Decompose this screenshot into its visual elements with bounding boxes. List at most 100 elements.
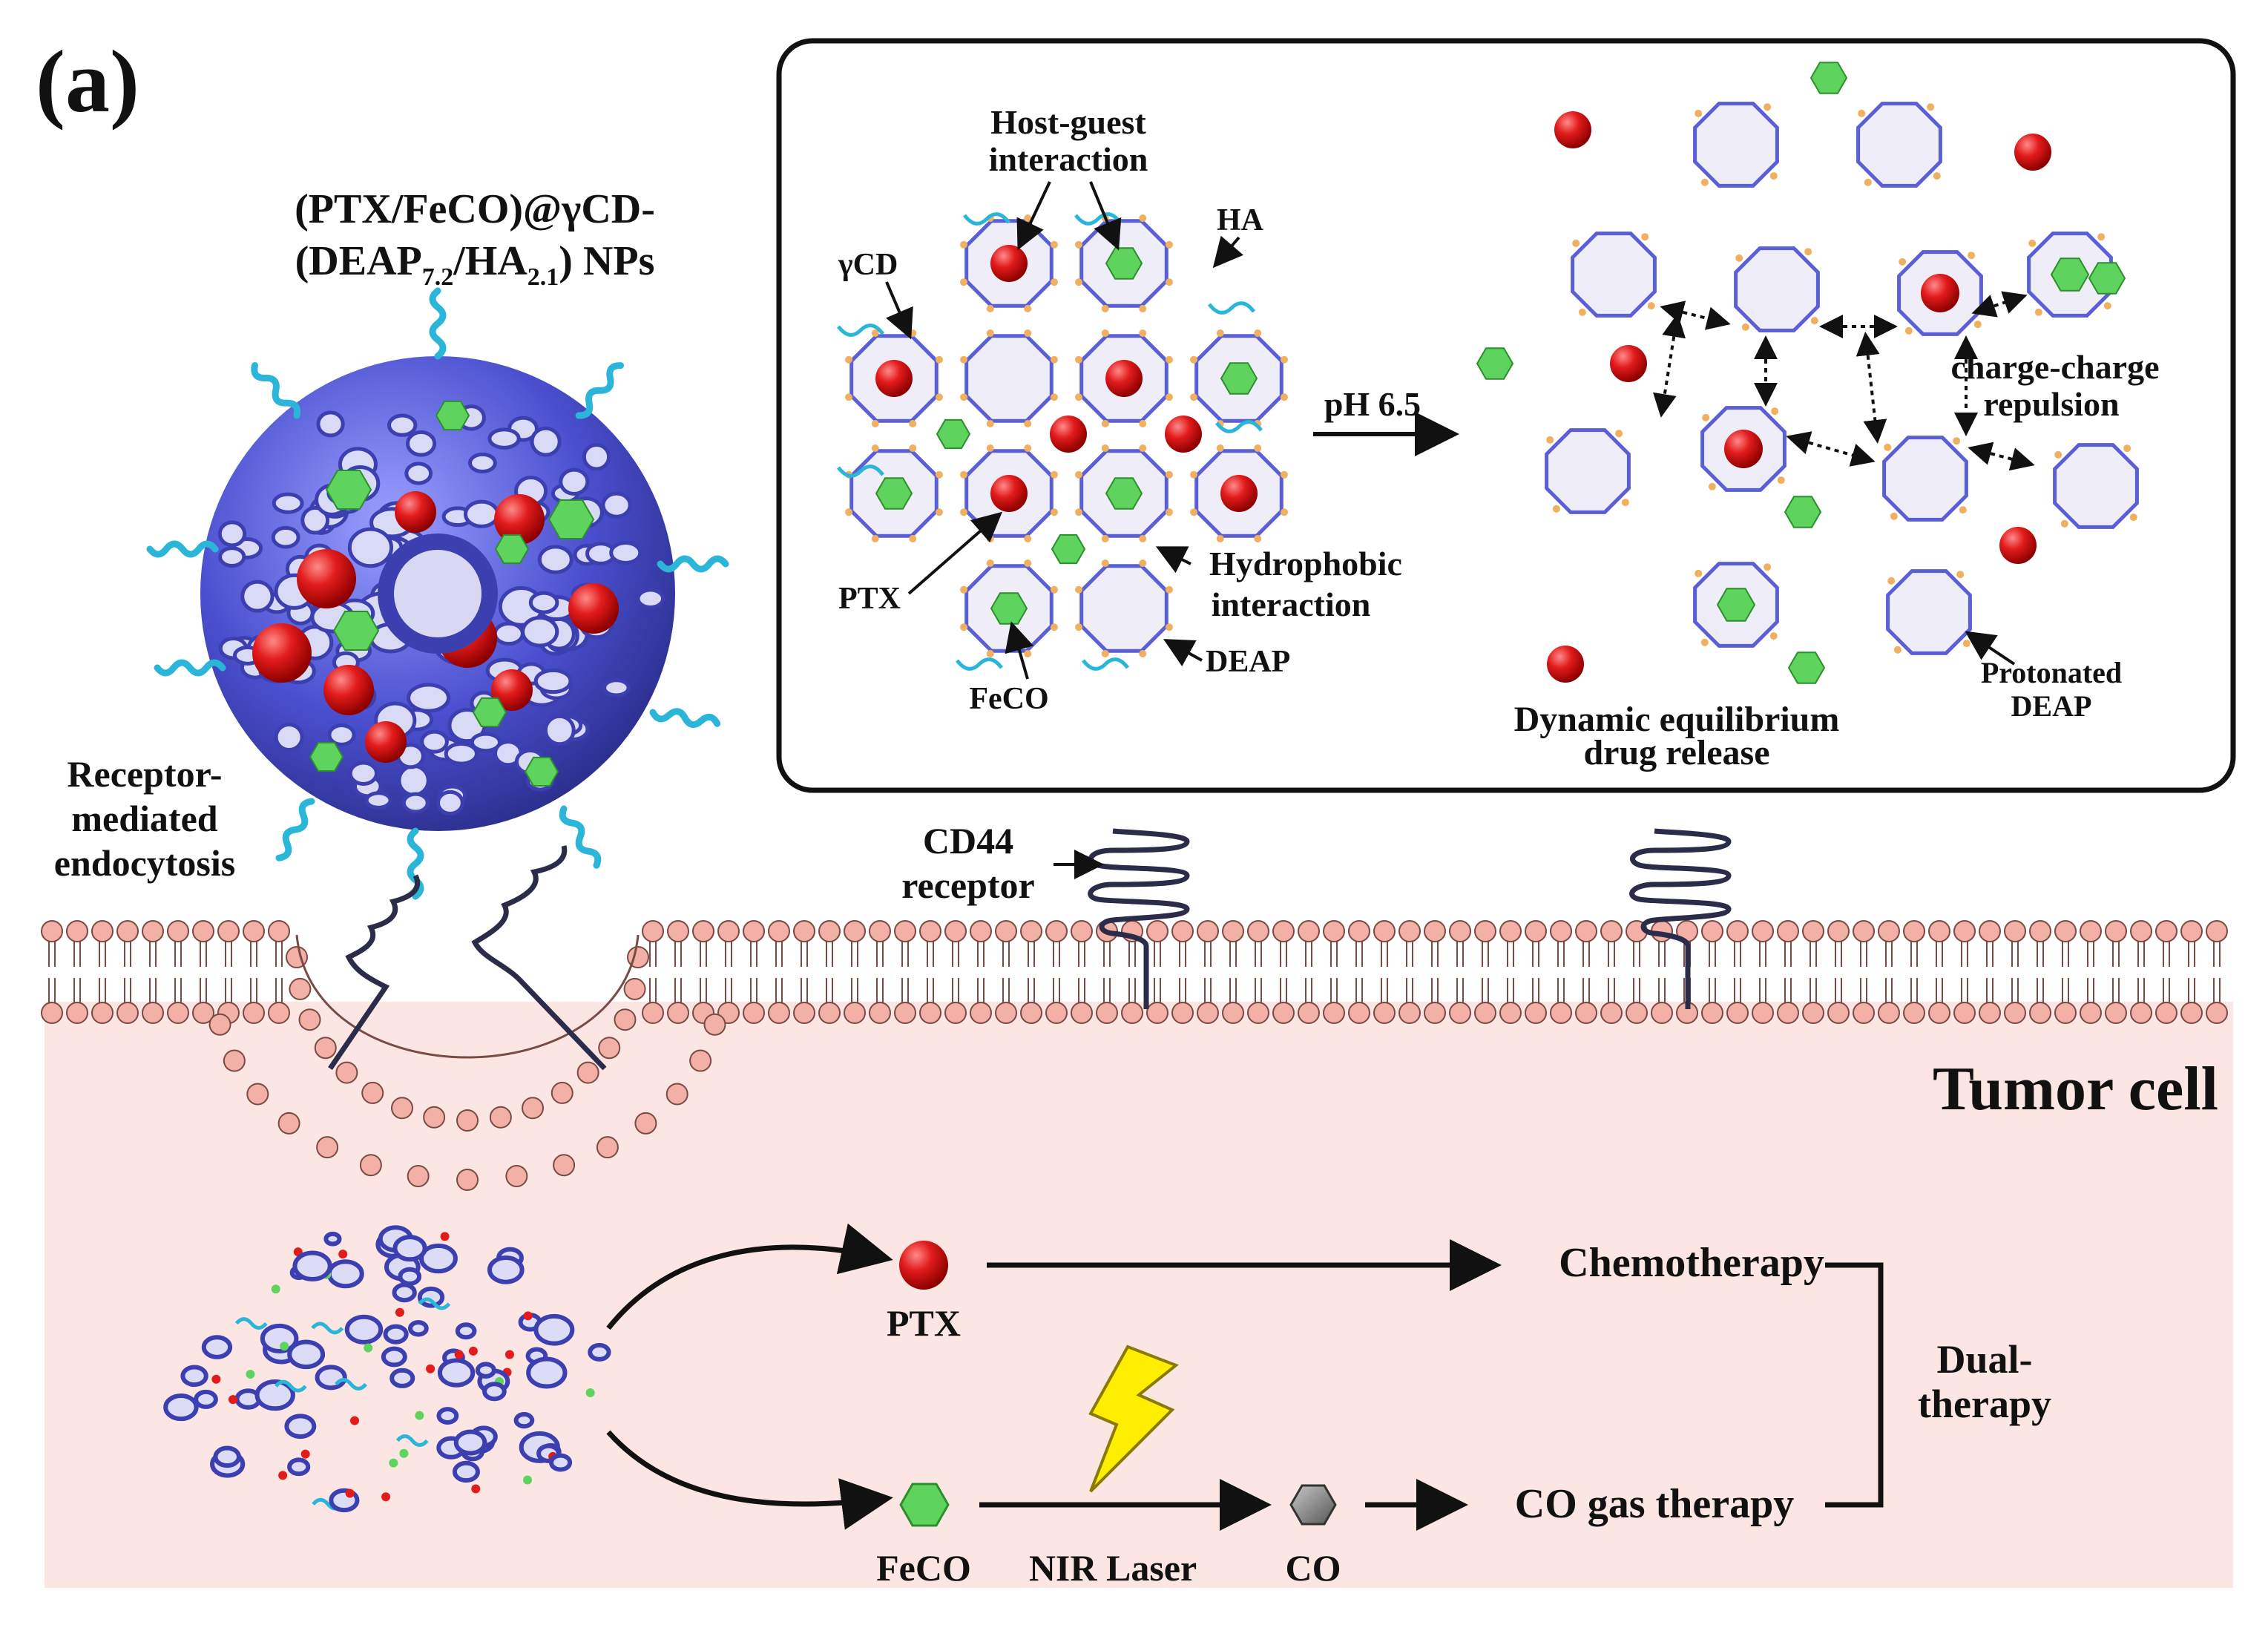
- deap-bead: [1254, 444, 1262, 453]
- surface-pore: [530, 426, 562, 457]
- ha-tail: [963, 212, 1010, 226]
- deap-bead: [1139, 559, 1147, 568]
- lipid-head-outer: [1424, 920, 1446, 942]
- lipid-head-outer: [1878, 920, 1900, 942]
- lipid-head-inner: [667, 1002, 689, 1024]
- lipid-head-outer: [1525, 920, 1547, 942]
- lipid-head-outer: [217, 920, 240, 942]
- pit-head-outer: [361, 1081, 384, 1104]
- lipid-head-outer: [1802, 920, 1824, 942]
- released-ptx: [395, 1307, 404, 1317]
- surface-pore: [300, 505, 330, 535]
- deap-bead: [935, 355, 943, 364]
- deap-bead: [960, 355, 968, 364]
- released-ptx: [440, 1232, 450, 1241]
- ha-chain: [649, 708, 721, 728]
- released-gcd: [287, 1339, 326, 1370]
- protonated-bead: [2129, 513, 2137, 522]
- surface-pore: [420, 729, 449, 754]
- feco-in-sphere: [309, 741, 344, 772]
- protonated-bead: [1962, 640, 1970, 648]
- released-gcd: [323, 1231, 342, 1247]
- deap-bead: [1024, 304, 1032, 312]
- surface-pore: [487, 427, 521, 450]
- protonated-bead: [1769, 172, 1778, 180]
- surface-pore: [559, 467, 590, 496]
- released-gcd: [482, 1382, 507, 1402]
- deap-bead: [1139, 649, 1147, 657]
- deap-bead: [1101, 649, 1109, 657]
- lipid-head-inner: [268, 1002, 290, 1024]
- lipid-head-outer: [793, 920, 815, 942]
- lipid-head-inner: [642, 1002, 664, 1024]
- protonated-bead: [1933, 172, 1941, 180]
- lipid-head-inner: [2155, 1002, 2177, 1024]
- deap-bead: [1139, 214, 1147, 223]
- lipid-head-outer: [1373, 920, 1396, 942]
- lipid-head-outer: [970, 920, 992, 942]
- feco-guest: [1220, 362, 1258, 395]
- pit-head-outer: [289, 977, 312, 1000]
- lipid-head-inner: [919, 1002, 941, 1024]
- surface-pore: [348, 761, 378, 786]
- released-gcd: [284, 1414, 317, 1439]
- bound-receptors: [328, 845, 607, 1071]
- deap-bead: [845, 355, 853, 364]
- lipid-head-outer: [717, 920, 740, 942]
- nir-lightning-icon: [1088, 1345, 1179, 1493]
- lipid-head-inner: [743, 1002, 765, 1024]
- lipid-head-outer: [268, 920, 290, 942]
- ptx-interstitial: [1165, 416, 1202, 453]
- deap-bead: [1101, 559, 1109, 568]
- lipid-head-outer: [142, 920, 164, 942]
- feco-flow-label: FeCO: [876, 1547, 971, 1589]
- feco-drug-icon: [899, 1483, 950, 1527]
- feco-guest: [1105, 247, 1143, 280]
- released-gcd: [194, 1389, 218, 1409]
- co-gas-icon: [1289, 1484, 1337, 1526]
- deap-bead: [1139, 304, 1147, 312]
- free-ptx: [1610, 345, 1647, 382]
- lipid-head-outer: [995, 920, 1017, 942]
- lipid-head-outer: [1701, 920, 1723, 942]
- lipid-head-inner: [1853, 1002, 1875, 1024]
- protonated-bead: [1741, 323, 1749, 331]
- lipid-head-outer: [818, 920, 841, 942]
- pit-head-outer: [314, 1037, 337, 1060]
- surface-pore: [636, 588, 665, 609]
- protonated-arrow: [1965, 631, 2016, 666]
- lipid-head-inner: [2080, 1002, 2102, 1024]
- deap-bead: [1280, 470, 1288, 479]
- lipid-head-outer: [1499, 920, 1522, 942]
- lipid-head-outer: [743, 920, 765, 942]
- released-feco: [364, 1343, 373, 1353]
- deap-bead: [1075, 508, 1083, 516]
- repulsion-label-1: charge-charge: [1951, 348, 2160, 386]
- repulsion-arrow: [1968, 441, 2035, 471]
- pit-head-inner: [277, 1112, 300, 1135]
- deap-bead: [1165, 278, 1173, 286]
- released-gcd: [254, 1379, 295, 1411]
- protonated-bead: [2054, 450, 2062, 459]
- lipid-head-outer: [2155, 920, 2177, 942]
- lipid-head-inner: [2206, 1002, 2228, 1024]
- deap-bead: [1165, 470, 1173, 479]
- gcd-ring: [964, 334, 1054, 423]
- arrow-to-feco: [606, 1430, 893, 1530]
- ptx-interstitial: [1050, 416, 1087, 453]
- lipid-head-outer: [2029, 920, 2051, 942]
- deap-bead: [1254, 534, 1262, 542]
- deap-bead: [1165, 623, 1173, 631]
- protonated-bead: [1810, 317, 1818, 325]
- hydrophobic-label-1: Hydrophobic: [1209, 545, 1402, 582]
- surface-pore: [528, 591, 559, 614]
- released-ha: [311, 1322, 344, 1335]
- ha-tail: [1208, 301, 1255, 315]
- disassembled-nanoparticle-cluster: [163, 1225, 611, 1513]
- repulsion-arrow: [1652, 313, 1686, 418]
- deap-bead: [1050, 508, 1058, 516]
- released-ptx: [211, 1374, 221, 1384]
- lipid-head-inner: [995, 1002, 1017, 1024]
- lipid-head-outer: [192, 920, 214, 942]
- released-ptx: [471, 1484, 481, 1494]
